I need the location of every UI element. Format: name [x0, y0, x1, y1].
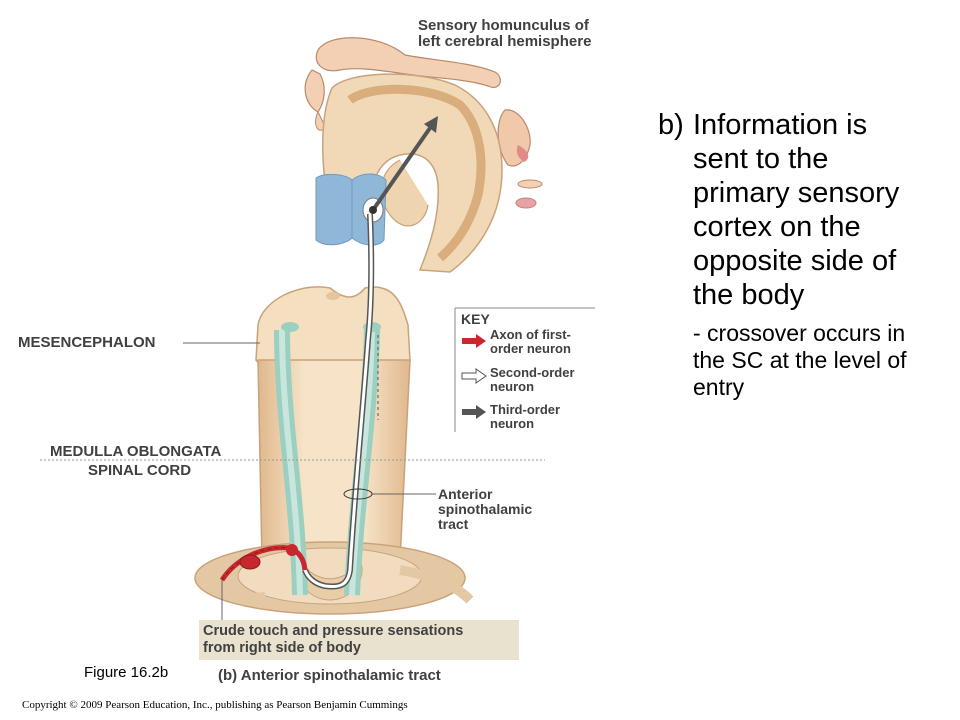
key-arrow-third-order	[462, 405, 486, 419]
bullet-marker: b)	[658, 109, 684, 141]
anterior-tract-line1: Anterior	[438, 486, 493, 502]
homunculus-figure	[304, 37, 543, 209]
mesencephalon-label: MESENCEPHALON	[18, 334, 156, 351]
sub-bullet: - crossover occurs in the SC at the leve…	[693, 320, 955, 401]
sub-line-3: entry	[693, 374, 745, 400]
homunculus-label-line1: Sensory homunculus of	[418, 17, 589, 34]
key-item-second-order-line1: Second-order	[490, 365, 575, 380]
key-item-third-order: Third-order neuron	[490, 403, 560, 431]
figure-number: Figure 16.2b	[84, 664, 169, 681]
crude-touch-label: Crude touch and pressure sensations from…	[199, 620, 519, 660]
first-order-neuron	[219, 544, 308, 582]
copyright-notice: Copyright © 2009 Pearson Education, Inc.…	[22, 699, 408, 711]
homunculus-label-line2: left cerebral hemisphere	[418, 33, 592, 50]
anterior-tract-line3: tract	[438, 516, 469, 532]
sub-line-1: - crossover occurs in	[693, 320, 906, 346]
key-box	[454, 307, 595, 432]
bullet-line-5: opposite side of	[693, 245, 897, 277]
key-item-second-order-line2: neuron	[490, 379, 535, 394]
anterior-tract-line2: spinothalamic	[438, 501, 533, 517]
spinal-nerves	[210, 565, 474, 604]
key-item-first-order-line2: order neuron	[490, 341, 571, 356]
homunculus-label: Sensory homunculus of left cerebral hemi…	[418, 18, 591, 50]
crude-touch-line2: from right side of body	[203, 640, 361, 656]
bullet-line-1: Information is	[693, 109, 868, 141]
bullet-line-4: cortex on the	[693, 211, 861, 243]
anterior-tract-label: Anterior spinothalamic tract	[438, 487, 532, 532]
bullet-line-3: primary sensory	[693, 177, 900, 209]
sub-line-2: the SC at the level of	[693, 347, 907, 373]
spinothalamic-tracts	[274, 322, 381, 596]
cerebral-hemisphere	[322, 73, 503, 273]
spinal-cord-label: SPINAL CORD	[88, 462, 192, 479]
key-item-second-order: Second-order neuron	[490, 366, 575, 394]
medulla-label: MEDULLA OBLONGATA	[50, 443, 222, 460]
key-item-third-order-line2: neuron	[490, 416, 535, 431]
bullet-line-6: the body	[693, 279, 805, 311]
key-item-first-order: Axon of first- order neuron	[490, 328, 571, 356]
main-bullet: b) Information is sent to the primary se…	[658, 108, 948, 312]
third-order-neuron	[369, 116, 438, 214]
key-arrow-first-order	[462, 334, 486, 348]
tract-highlight	[343, 488, 373, 500]
second-order-neuron	[302, 213, 379, 590]
key-title: KEY	[461, 311, 490, 327]
figure-caption: (b) Anterior spinothalamic tract	[218, 667, 441, 684]
key-item-first-order-line1: Axon of first-	[490, 327, 571, 342]
crude-touch-line1: Crude touch and pressure sensations	[203, 623, 464, 639]
key-item-third-order-line1: Third-order	[490, 402, 561, 417]
bullet-line-2: sent to the	[693, 143, 829, 175]
key-arrow-second-order	[461, 368, 487, 384]
